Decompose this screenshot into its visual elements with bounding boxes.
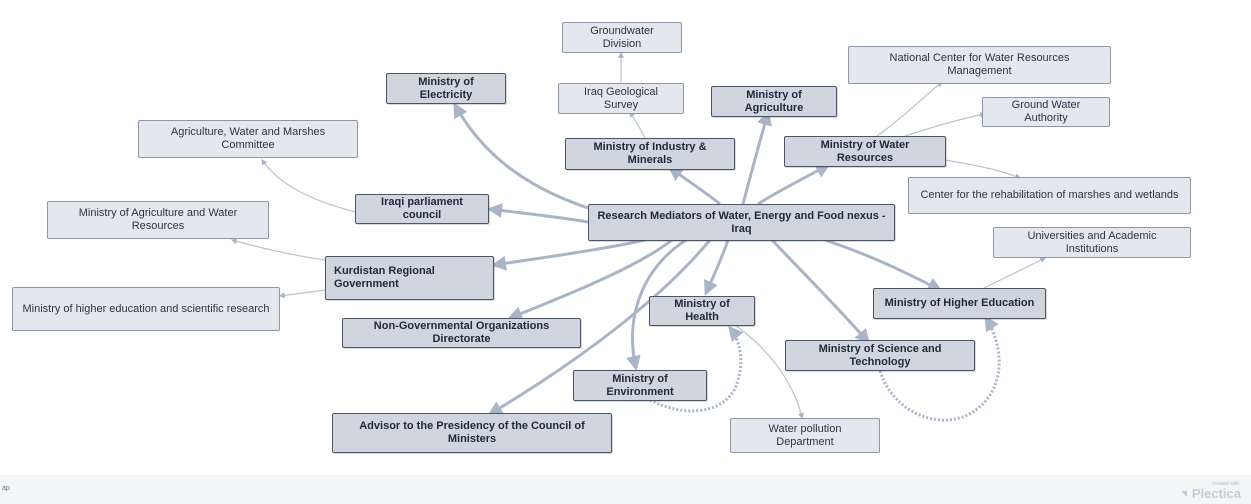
node-iraqi-parliament-council[interactable]: Iraqi parliament council <box>355 194 489 224</box>
edge-wr-ncwrm <box>876 81 943 137</box>
node-research-mediators-center[interactable]: Research Mediators of Water, Energy and … <box>588 204 895 241</box>
node-ministry-of-industry-minerals[interactable]: Ministry of Industry & Minerals <box>565 138 735 170</box>
edge-krg-mohesr <box>278 289 326 299</box>
plectica-logo-icon: ◥ <box>1180 489 1187 498</box>
node-ncwrm[interactable]: National Center for Water Resources Mana… <box>848 46 1111 84</box>
edge-wr-marshes <box>944 159 1022 180</box>
node-groundwater-division[interactable]: Groundwater Division <box>562 22 682 53</box>
node-advisor-presidency[interactable]: Advisor to the Presidency of the Council… <box>332 413 612 453</box>
edge-higher-ed-universities <box>981 257 1047 290</box>
node-iraq-geological-survey[interactable]: Iraq Geological Survey <box>558 83 684 114</box>
loop-science-higher-ed <box>878 315 1001 422</box>
edge-center-advisor <box>487 239 712 416</box>
node-water-pollution-department[interactable]: Water pollution Department <box>730 418 880 453</box>
node-agriculture-water-marshes-committee[interactable]: Agriculture, Water and Marshes Committee <box>138 120 358 158</box>
node-ngo-directorate[interactable]: Non-Governmental Organizations Directora… <box>342 318 581 348</box>
node-universities-academic-institutions[interactable]: Universities and Academic Institutions <box>993 227 1191 258</box>
edge-center-science <box>770 238 870 345</box>
edge-wr-gwa <box>904 112 987 137</box>
footer-bar: ap created with ◥ Plectica <box>0 475 1251 504</box>
node-ministry-of-environment[interactable]: Ministry of Environment <box>573 370 707 401</box>
node-ministry-of-higher-education[interactable]: Ministry of Higher Education <box>873 288 1046 319</box>
node-ministry-of-electricity[interactable]: Ministry of Electricity <box>386 73 506 104</box>
brand-name[interactable]: Plectica <box>1191 486 1241 501</box>
node-moawr[interactable]: Ministry of Agriculture and Water Resour… <box>47 201 269 239</box>
edge-center-electricity <box>453 102 589 210</box>
edge-center-parliament <box>487 203 589 224</box>
edge-center-industry <box>667 166 721 206</box>
node-marshes-rehabilitation-center[interactable]: Center for the rehabilitation of marshes… <box>908 177 1191 214</box>
node-ministry-of-health[interactable]: Ministry of Health <box>649 296 755 326</box>
node-ground-water-authority[interactable]: Ground Water Authority <box>982 97 1110 127</box>
edge-parliament-committee <box>261 159 356 213</box>
edge-center-health <box>704 239 730 296</box>
edge-industry-geological <box>629 110 646 139</box>
edge-center-krg <box>491 238 646 271</box>
edge-center-higher-ed <box>824 238 943 292</box>
node-mohesr[interactable]: Ministry of higher education and scienti… <box>12 287 280 331</box>
node-ministry-of-agriculture[interactable]: Ministry of Agriculture <box>711 86 837 117</box>
brand-caption: created with <box>1212 481 1239 487</box>
edge-health-pollution <box>734 324 804 420</box>
edge-center-agriculture <box>741 110 772 205</box>
edge-center-ngo <box>507 238 673 321</box>
node-kurdistan-regional-government[interactable]: Kurdistan Regional Government <box>325 256 494 300</box>
edge-center-water-resources <box>757 163 831 206</box>
loop-environment-health <box>649 325 744 413</box>
edge-krg-moawr <box>230 238 326 261</box>
edge-center-environment <box>626 238 687 371</box>
node-ministry-of-science-technology[interactable]: Ministry of Science and Technology <box>785 340 975 371</box>
node-ministry-of-water-resources[interactable]: Ministry of Water Resources <box>784 136 946 167</box>
footer-label: ap <box>2 485 10 492</box>
